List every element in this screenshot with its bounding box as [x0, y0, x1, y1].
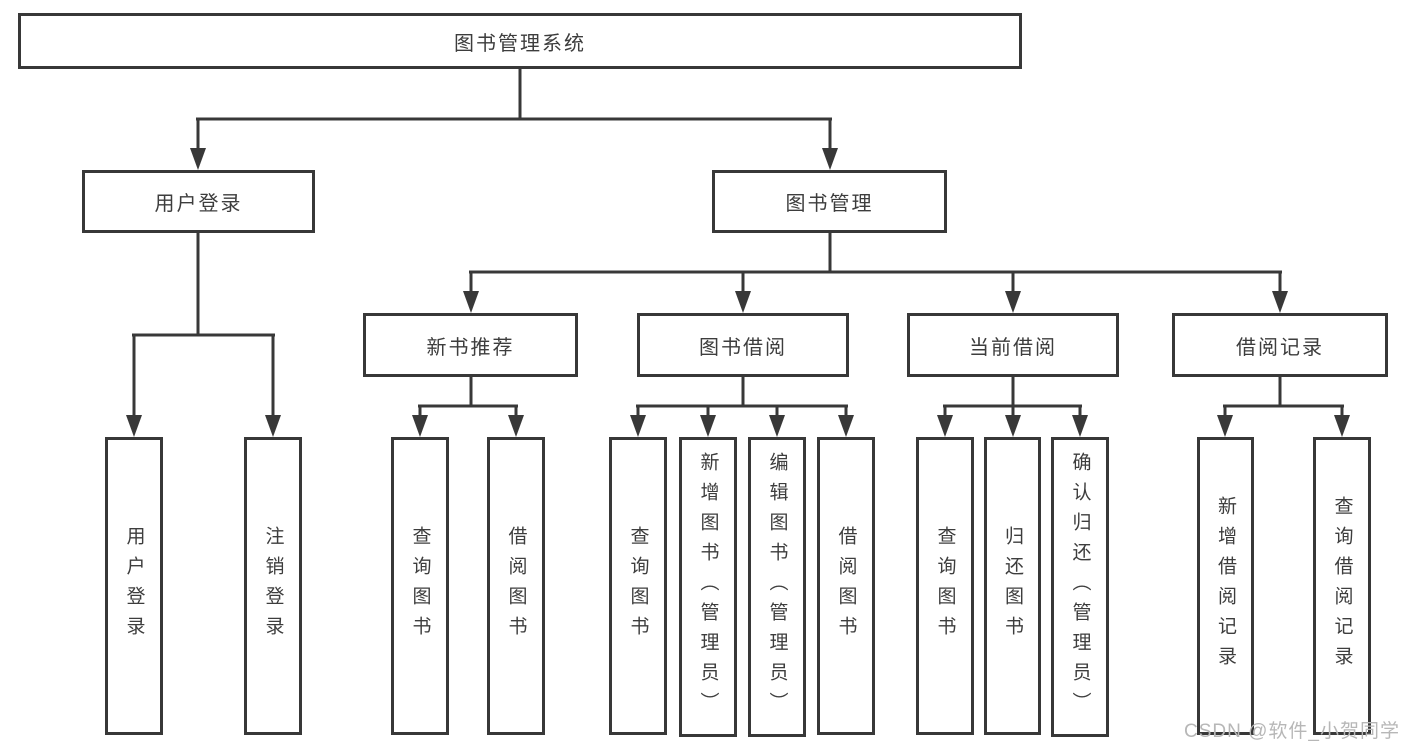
node-leaf-edit-book-admin: 编辑图书（管理员）: [748, 437, 806, 737]
node-new-book-recommend: 新书推荐: [363, 313, 578, 377]
node-current-borrow: 当前借阅: [907, 313, 1119, 377]
label-leaf-logout: 注销登录: [262, 526, 284, 646]
label-leaf-return-book: 归还图书: [1002, 526, 1023, 646]
label-leaf-user-login: 用户登录: [123, 526, 145, 646]
label-leaf-add-borrow-record: 新增借阅记录: [1215, 496, 1236, 676]
node-user-login: 用户登录: [82, 170, 315, 233]
connector-borrow-record-branch: [1217, 377, 1350, 437]
node-book-borrow: 图书借阅: [637, 313, 849, 377]
node-leaf-query-borrow-record: 查询借阅记录: [1313, 437, 1371, 735]
node-leaf-add-borrow-record: 新增借阅记录: [1197, 437, 1254, 735]
connector-current-borrow-branch: [937, 377, 1088, 437]
label-borrow-record: 借阅记录: [1236, 336, 1324, 359]
connector-book-borrow-branch: [630, 377, 854, 437]
node-leaf-query-book-3: 查询图书: [916, 437, 974, 735]
connector-book-mgmt-branch: [463, 233, 1288, 313]
label-leaf-query-book-3: 查询图书: [934, 526, 956, 646]
node-leaf-query-book-1: 查询图书: [391, 437, 449, 735]
node-leaf-confirm-return-admin: 确认归还（管理员）: [1051, 437, 1109, 737]
label-book-borrow: 图书借阅: [699, 336, 787, 359]
node-leaf-add-book-admin: 新增图书（管理员）: [679, 437, 737, 737]
node-leaf-user-login: 用户登录: [105, 437, 163, 735]
node-leaf-logout: 注销登录: [244, 437, 302, 735]
label-leaf-query-borrow-record: 查询借阅记录: [1331, 496, 1353, 676]
label-current-borrow: 当前借阅: [969, 336, 1057, 359]
node-leaf-query-book-2: 查询图书: [609, 437, 667, 735]
node-leaf-borrow-book-2: 借阅图书: [817, 437, 875, 735]
label-new-book-recommend: 新书推荐: [426, 336, 515, 359]
label-leaf-query-book-2: 查询图书: [627, 526, 649, 646]
label-book-management: 图书管理: [785, 193, 874, 215]
node-leaf-return-book: 归还图书: [984, 437, 1041, 735]
connector-root-to-level2: [190, 69, 838, 170]
label-leaf-borrow-book-2: 借阅图书: [835, 526, 857, 646]
node-library-management-system: 图书管理系统: [18, 13, 1022, 69]
watermark-text: CSDN @软件_小贺同学: [1184, 721, 1400, 742]
label-user-login: 用户登录: [154, 193, 243, 215]
node-book-management: 图书管理: [712, 170, 947, 233]
node-leaf-borrow-book-1: 借阅图书: [487, 437, 545, 735]
label-leaf-borrow-book-1: 借阅图书: [505, 526, 527, 646]
connector-new-book-branch: [412, 377, 524, 437]
label-leaf-edit-book-admin: 编辑图书（管理员）: [766, 452, 788, 722]
label-leaf-query-book-1: 查询图书: [409, 526, 431, 646]
node-borrow-record: 借阅记录: [1172, 313, 1388, 377]
label-library-management-system: 图书管理系统: [454, 32, 586, 55]
label-leaf-add-book-admin: 新增图书（管理员）: [697, 452, 719, 722]
label-leaf-confirm-return-admin: 确认归还（管理员）: [1069, 452, 1091, 722]
connector-user-login-branch: [126, 233, 281, 437]
